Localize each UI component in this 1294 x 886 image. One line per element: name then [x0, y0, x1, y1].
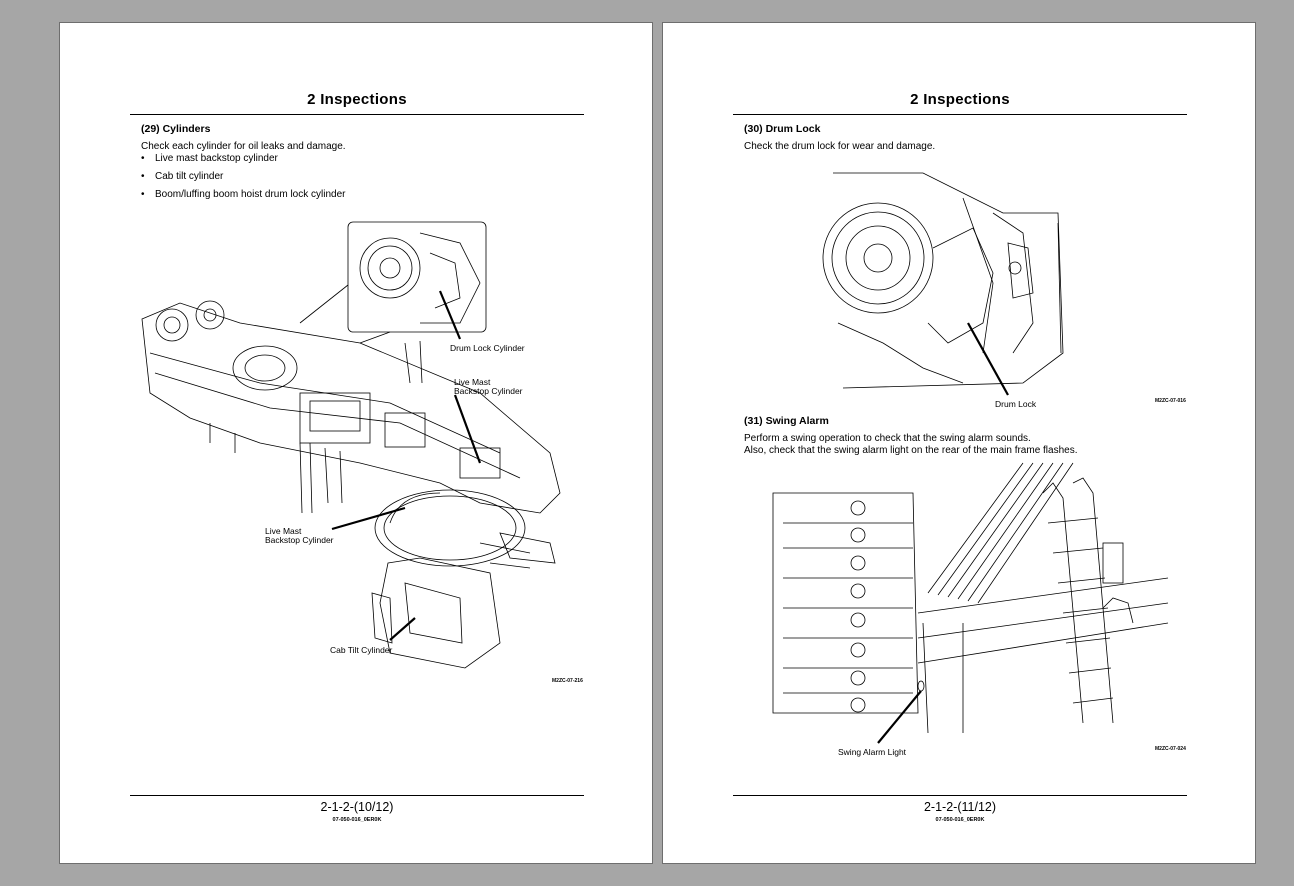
figure-code: M2ZC-07-016 — [1155, 398, 1186, 404]
drum-lock-illustration — [822, 172, 1064, 396]
crane-cylinders-illustration — [141, 221, 561, 669]
page-header: 2 Inspections — [910, 91, 1010, 108]
figure-code: M2ZC-07-024 — [1155, 746, 1186, 752]
footer-rule — [130, 795, 584, 796]
callout-live-mast-backstop-left-line2: Backstop Cylinder — [265, 535, 334, 545]
document-page-left: 2 Inspections (29) Cylinders Check each … — [59, 22, 653, 864]
swing-alarm-illustration — [772, 462, 1169, 744]
section-intro: Check each cylinder for oil leaks and da… — [141, 141, 346, 152]
callout-drum-lock: Drum Lock — [995, 399, 1037, 409]
page-number: 2-1-2-(10/12) — [320, 800, 394, 814]
header-rule — [733, 114, 1187, 115]
page-number: 2-1-2-(11/12) — [923, 800, 997, 814]
callout-live-mast-backstop-right-line1: Live Mast — [454, 377, 491, 387]
document-code: 07-050-016_0ER0K — [332, 817, 382, 823]
callout-cab-tilt-cylinder: Cab Tilt Cylinder — [330, 645, 393, 655]
list-item: •Cab tilt cylinder — [141, 171, 224, 182]
list-item-text: Boom/luffing boom hoist drum lock cylind… — [155, 189, 346, 200]
list-item-text: Cab tilt cylinder — [155, 171, 224, 182]
figure-code: M2ZC-07-216 — [552, 678, 583, 684]
callout-live-mast-backstop-left-line1: Live Mast — [265, 526, 302, 536]
section-title: (29) Cylinders — [141, 123, 211, 135]
document-code: 07-050-016_0ER0K — [935, 817, 985, 823]
list-item-text: Live mast backstop cylinder — [155, 153, 278, 164]
section-text-line2: Also, check that the swing alarm light o… — [744, 445, 1078, 456]
callout-drum-lock-cylinder: Drum Lock Cylinder — [450, 343, 525, 353]
section-text: Check the drum lock for wear and damage. — [744, 141, 936, 152]
header-rule — [130, 114, 584, 115]
section-text-line1: Perform a swing operation to check that … — [744, 433, 1031, 444]
section-title: (31) Swing Alarm — [744, 415, 829, 427]
callout-swing-alarm-light: Swing Alarm Light — [838, 747, 907, 757]
document-page-right: 2 Inspections (30) Drum Lock Check the d… — [662, 22, 1256, 864]
page-header: 2 Inspections — [307, 91, 407, 108]
callout-live-mast-backstop-right-line2: Backstop Cylinder — [454, 386, 523, 396]
list-item: •Live mast backstop cylinder — [141, 153, 278, 164]
section-title: (30) Drum Lock — [744, 123, 821, 135]
list-item: •Boom/luffing boom hoist drum lock cylin… — [141, 189, 346, 200]
footer-rule — [733, 795, 1187, 796]
